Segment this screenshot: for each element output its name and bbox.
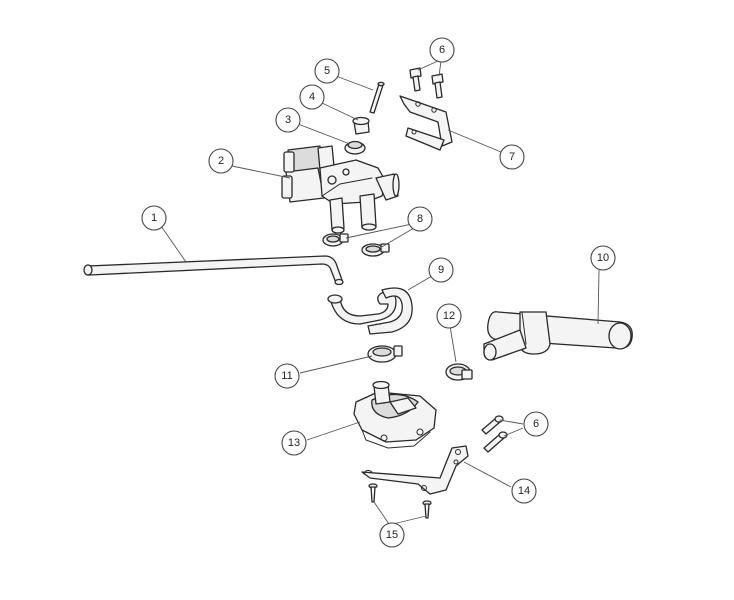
part-13-water-pump: [353, 380, 437, 449]
callout-12-label: 12: [443, 310, 455, 322]
callout-6-bottom: 6: [523, 411, 549, 437]
callout-6-top-label: 6: [439, 44, 445, 56]
part-4-bushing: [352, 116, 370, 135]
callout-3: 3: [275, 107, 301, 133]
part-6-bolts-top: [409, 67, 444, 99]
part-7-bracket: [399, 95, 453, 151]
callout-10-label: 10: [597, 252, 609, 264]
callout-12: 12: [436, 303, 462, 329]
part-9-bent-hose: [327, 287, 413, 335]
callout-14-label: 14: [518, 485, 530, 497]
callout-3-label: 3: [285, 114, 291, 126]
callout-4-label: 4: [309, 91, 315, 103]
part-1-pipe: [83, 255, 344, 286]
part-6-bolts-bottom: [481, 415, 508, 453]
leader-lines: [160, 59, 600, 525]
part-3-grommet: [344, 140, 366, 155]
part-12-worm-clamp: [445, 363, 473, 381]
callout-5: 5: [314, 58, 340, 84]
callout-5-label: 5: [324, 65, 330, 77]
part-2-heater-valve: [281, 145, 400, 234]
callout-6-top: 6: [429, 37, 455, 63]
callout-8-label: 8: [417, 213, 423, 225]
part-15-screws: [368, 483, 432, 519]
callout-6-bottom-label: 6: [533, 418, 539, 430]
part-8-hose-clamps: [322, 233, 390, 257]
callout-7: 7: [499, 144, 525, 170]
callout-1-label: 1: [151, 212, 157, 224]
callout-2: 2: [208, 148, 234, 174]
callout-14: 14: [511, 478, 537, 504]
part-5-pin: [369, 81, 385, 114]
callout-11: 11: [274, 363, 300, 389]
callout-9-label: 9: [438, 264, 444, 276]
callout-1: 1: [141, 205, 167, 231]
part-14-bracket: [361, 445, 469, 495]
part-11-clamp: [367, 345, 403, 363]
callout-7-label: 7: [509, 151, 515, 163]
callout-13: 13: [281, 430, 307, 456]
callout-15-label: 15: [386, 529, 398, 541]
callout-11-label: 11: [281, 370, 292, 382]
callout-10: 10: [590, 245, 616, 271]
callout-15: 15: [379, 522, 405, 548]
callout-4: 4: [299, 84, 325, 110]
callout-2-label: 2: [218, 155, 224, 167]
callout-8: 8: [407, 206, 433, 232]
callout-9: 9: [428, 257, 454, 283]
callout-13-label: 13: [288, 437, 300, 449]
part-10-t-connector: [483, 311, 633, 361]
